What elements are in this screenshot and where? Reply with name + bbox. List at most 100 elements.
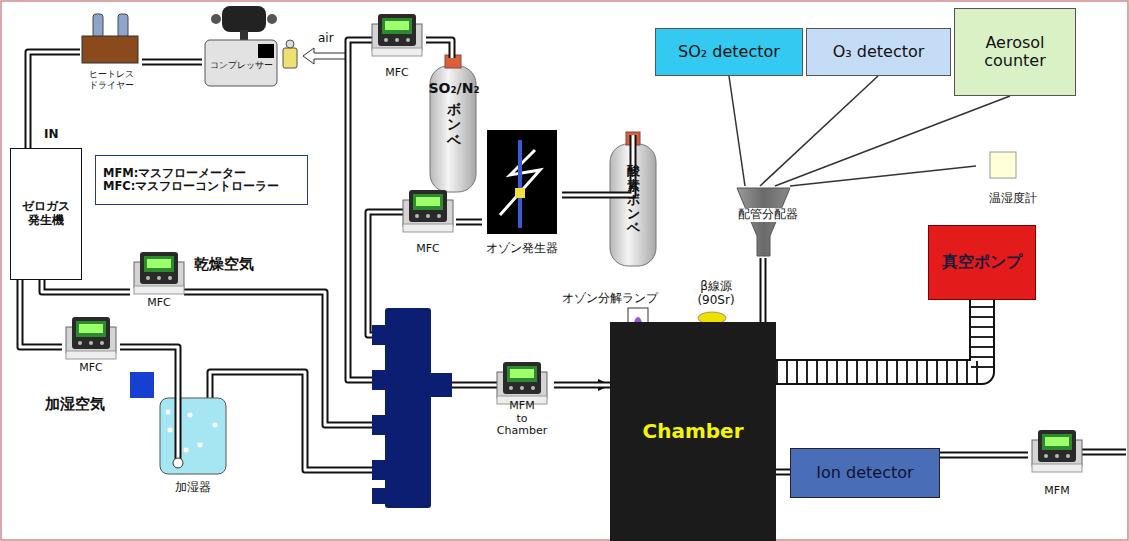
tube-outer (42, 280, 130, 292)
hygrometer (990, 152, 1016, 178)
mfm: MFM (1028, 428, 1086, 500)
node-text: Chamber (643, 420, 744, 443)
part-label: IN (44, 128, 59, 142)
signal-line (729, 76, 745, 186)
distributor: 配管分配器 (716, 186, 820, 258)
tube-inner (142, 61, 202, 64)
node-text: コンプレッサー (210, 60, 273, 70)
chamber: Chamber (610, 322, 776, 541)
mfc-device (66, 317, 116, 359)
tube-inner (776, 471, 790, 474)
tube-outer (940, 452, 1028, 459)
part-label: air (318, 32, 334, 46)
mfc-device (403, 190, 453, 232)
part-label: 乾燥空気 (194, 256, 254, 273)
vacuum-pump: 真空ポンプ (928, 225, 1036, 300)
tube-outer (760, 258, 767, 322)
node-text: MFC (416, 243, 440, 256)
node-text: SO₂/N₂ (428, 80, 479, 96)
air-arrow (303, 48, 346, 64)
node-text: 配管分配器 (736, 208, 800, 222)
tube-inner (554, 384, 610, 387)
gas-tube (763, 258, 764, 322)
gas-cylinder: 酸素ボンベ (608, 135, 658, 265)
tube-outer (562, 135, 633, 195)
tube-outer (20, 280, 62, 347)
tube-inner (42, 280, 130, 292)
node-text: MFM (509, 400, 534, 413)
node-text: 酸素ボンベ (627, 164, 640, 235)
gas-tube (120, 347, 178, 365)
node-text: MFC (79, 362, 103, 375)
tube-inner (28, 52, 80, 148)
counter-box: Aerosol counter (954, 8, 1076, 96)
tube-outer (28, 52, 80, 148)
tube-inner (20, 280, 62, 347)
gas-cylinder: SO₂/N₂ ボンベ (426, 58, 482, 193)
signal-line (775, 96, 1010, 186)
mfc: MFC (130, 250, 188, 312)
gas-tube (426, 40, 452, 58)
node-text: MFC:マスフローコントローラー (103, 180, 279, 193)
tube-inner (762, 258, 765, 322)
humidifier: 加湿器 (150, 365, 235, 497)
compressor (205, 6, 297, 86)
line (729, 76, 745, 186)
tube-outer (120, 347, 178, 365)
mfc-device (372, 14, 422, 56)
tube-inner (456, 221, 482, 224)
gas-tube (554, 385, 610, 386)
gas-tube (776, 472, 790, 473)
tube-inner (940, 454, 1028, 457)
mfc: MFC (368, 12, 426, 82)
humidifier (130, 365, 226, 474)
hose-outer (776, 300, 982, 372)
gas-tube (142, 62, 202, 63)
gas-tube (42, 280, 130, 292)
tube-inner (562, 135, 633, 195)
node-text: MFM (1044, 485, 1069, 498)
node-text: 加湿器 (175, 481, 211, 495)
node-text: Ion detector (816, 464, 913, 482)
ozone-generator (487, 130, 557, 234)
node-text: MFC (147, 297, 171, 310)
compressor: コンプレッサー (202, 20, 280, 90)
detector-box: SO₂ detector (655, 28, 803, 76)
node-text: ヒートレス ドライヤー (83, 69, 139, 90)
tube-inner (426, 40, 452, 58)
so2-cylinder (430, 55, 476, 192)
mfc-device (134, 252, 184, 294)
gas-tube (562, 135, 633, 195)
ozone-generator: オゾン発生器 (482, 130, 562, 258)
mfm: MFMto Chamber (490, 360, 554, 440)
line (775, 96, 1010, 186)
mfm-device (1032, 430, 1082, 472)
mfc: MFC (400, 188, 456, 258)
gas-tube (28, 52, 80, 148)
manifold (372, 308, 452, 508)
mfm-device (497, 362, 547, 404)
vacuum-hose (776, 300, 982, 372)
node-text: 温湿度計 (989, 192, 1037, 206)
heatless-dryer (82, 14, 138, 63)
dryer: ヒートレス ドライヤー (80, 30, 142, 92)
tube-outer (554, 382, 610, 389)
signal-line (790, 166, 976, 186)
gas-tube (456, 222, 482, 223)
part-label: 加湿空気 (45, 396, 105, 413)
gas-tube (20, 280, 62, 347)
node-text: Aerosol counter (958, 34, 1072, 71)
line (790, 166, 976, 186)
tube-outer (456, 219, 482, 226)
node-text: O₃ detector (833, 43, 925, 61)
node-text: 真空ポンプ (942, 253, 1022, 271)
node-text: MFC (385, 67, 409, 80)
mfc: MFC (62, 315, 120, 377)
tube-inner (120, 347, 178, 365)
detector-box: O₃ detector (806, 28, 951, 76)
node-text: ボンベ (447, 102, 461, 148)
distributor-funnel (737, 188, 790, 256)
